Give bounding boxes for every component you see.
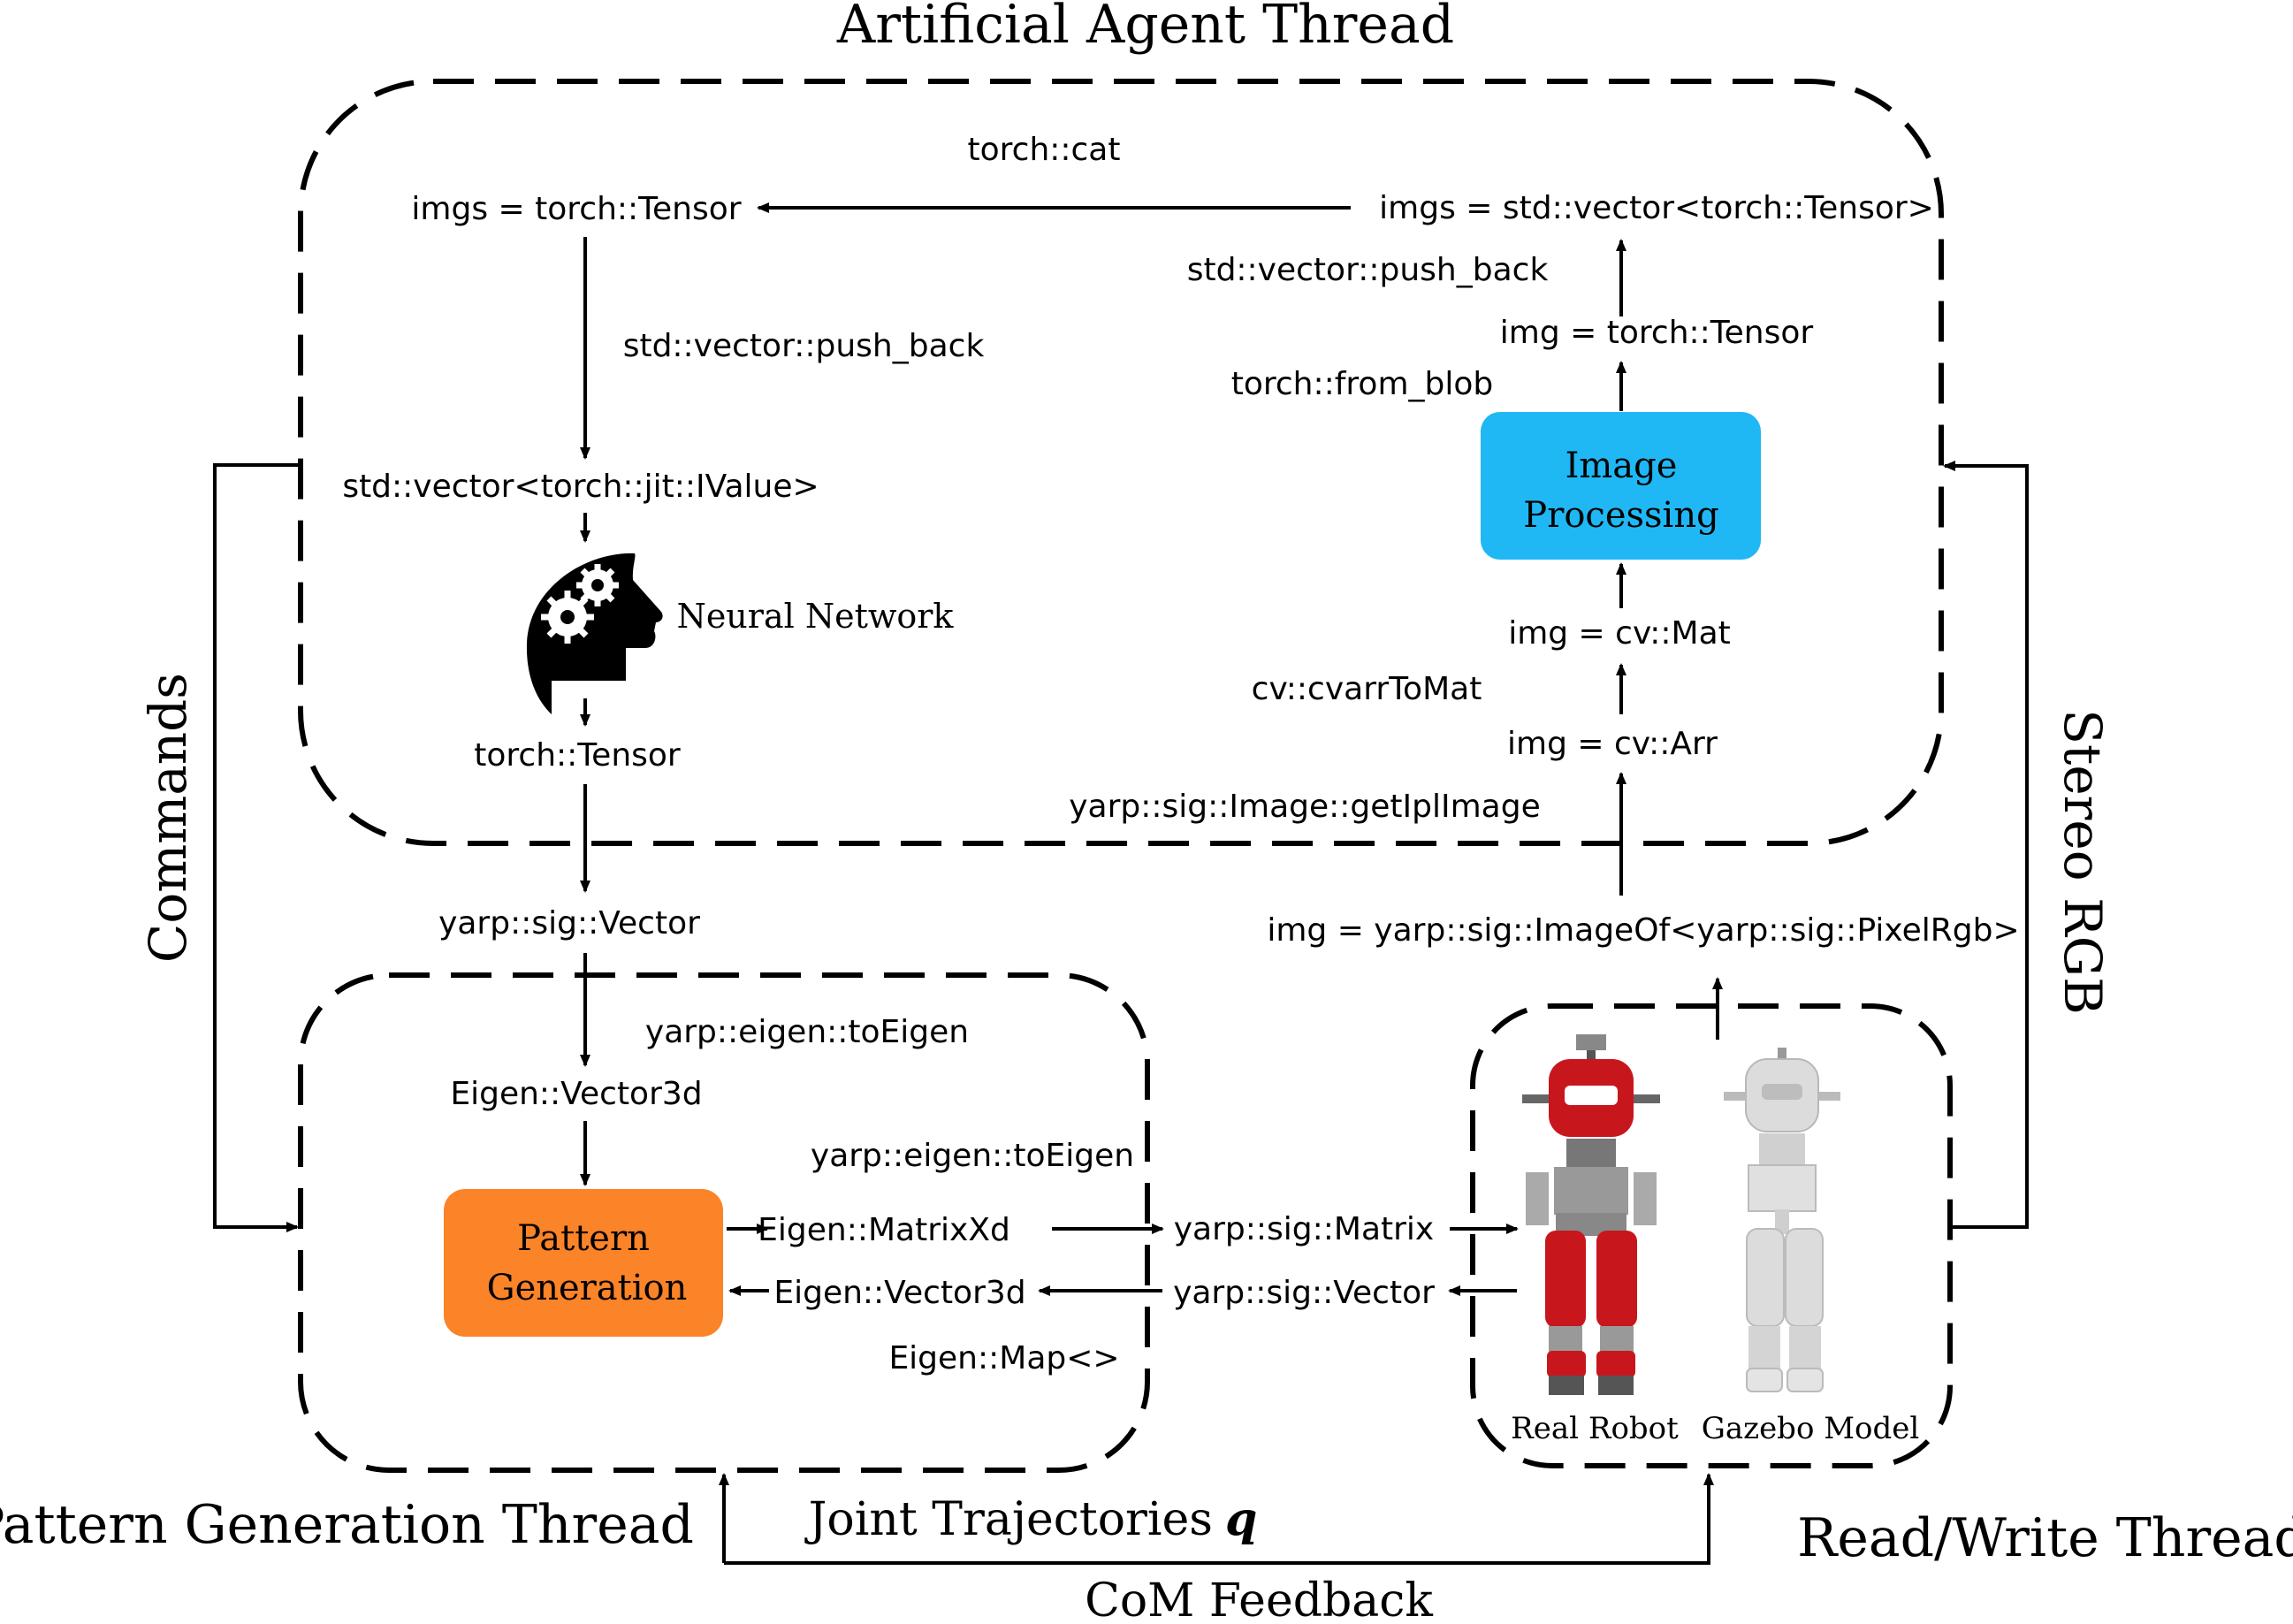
yarp-vector-node: yarp::sig::Vector (438, 905, 700, 942)
img-mat-node: img = cv::Mat (1508, 615, 1731, 652)
eigen-matrixxd-node: Eigen::MatrixXd (758, 1212, 1010, 1248)
imageof-node: img = yarp::sig::ImageOf<yarp::sig::Pixe… (1267, 912, 2019, 949)
commands-arrow (213, 463, 301, 1232)
read-write-thread-box (1470, 1003, 1953, 1468)
pattern-generation-box (444, 1189, 723, 1337)
real-robot-image (1522, 1034, 1660, 1395)
commands-label: Commands (138, 673, 198, 963)
yarp-vector-bottom-node: yarp::sig::Vector (1173, 1275, 1435, 1311)
img-tensor-node: img = torch::Tensor (1500, 315, 1814, 351)
image-processing-label-line2: Processing (1523, 495, 1718, 536)
artificial-agent-thread-box (298, 79, 1944, 846)
imgs-vector-node: imgs = std::vector<torch::Tensor> (1379, 190, 1934, 226)
yarp-matrix-node: yarp::sig::Matrix (1174, 1211, 1435, 1247)
pattern-generation-thread-box (298, 972, 1150, 1473)
eigen-vector3d-top-node: Eigen::Vector3d (450, 1076, 702, 1112)
pattern-generation-label-line2: Generation (487, 1268, 688, 1308)
gazebo-model-label: Gazebo Model (1702, 1411, 1920, 1446)
stereo-rgb-label: Stereo RGB (2053, 709, 2113, 1014)
from-blob-label: torch::from_blob (1231, 366, 1494, 402)
ivalue-node: std::vector<torch::jit::IValue> (342, 469, 819, 505)
stereo-rgb-arrow (1943, 461, 2029, 1229)
torch-tensor-node: torch::Tensor (474, 737, 681, 774)
push-back-left-label: std::vector::push_back (623, 328, 985, 364)
image-processing-label-line1: Image (1565, 446, 1678, 486)
img-arr-node: img = cv::Arr (1507, 726, 1718, 762)
eigen-map-label: Eigen::Map<> (888, 1340, 1119, 1376)
to-eigen-right-label: yarp::eigen::toEigen (811, 1138, 1134, 1174)
gazebo-model-image (1724, 1048, 1840, 1392)
torch-cat-label: torch::cat (968, 132, 1121, 168)
real-robot-label: Real Robot (1511, 1411, 1679, 1446)
get-ipl-image-label: yarp::sig::Image::getIplImage (1069, 789, 1540, 825)
cvarr-to-mat-label: cv::cvarrToMat (1252, 671, 1482, 707)
pattern-generation-label-line1: Pattern (517, 1218, 650, 1259)
read-write-thread-title: Read/Write Thread (1797, 1507, 2293, 1569)
head-gears-icon (526, 553, 663, 714)
joint-trajectories-arrow (724, 1473, 1714, 1565)
imgs-tensor-node: imgs = torch::Tensor (411, 191, 741, 227)
push-back-right-label: std::vector::push_back (1187, 252, 1549, 288)
to-eigen-top-label: yarp::eigen::toEigen (645, 1014, 969, 1050)
pattern-generation-thread-title: Pattern Generation Thread (0, 1494, 694, 1556)
neural-network-label: Neural Network (677, 597, 955, 636)
image-processing-box (1481, 412, 1761, 560)
joint-trajectories-text: Joint Trajectories (804, 1493, 1213, 1546)
joint-symbol-label: q (1225, 1492, 1257, 1546)
joint-trajectories-label: Joint Trajectories (804, 1493, 1213, 1546)
eigen-vector3d-bottom-node: Eigen::Vector3d (773, 1275, 1025, 1311)
com-feedback-label: CoM Feedback (1085, 1574, 1433, 1620)
artificial-agent-thread-title: Artificial Agent Thread (836, 0, 1454, 56)
